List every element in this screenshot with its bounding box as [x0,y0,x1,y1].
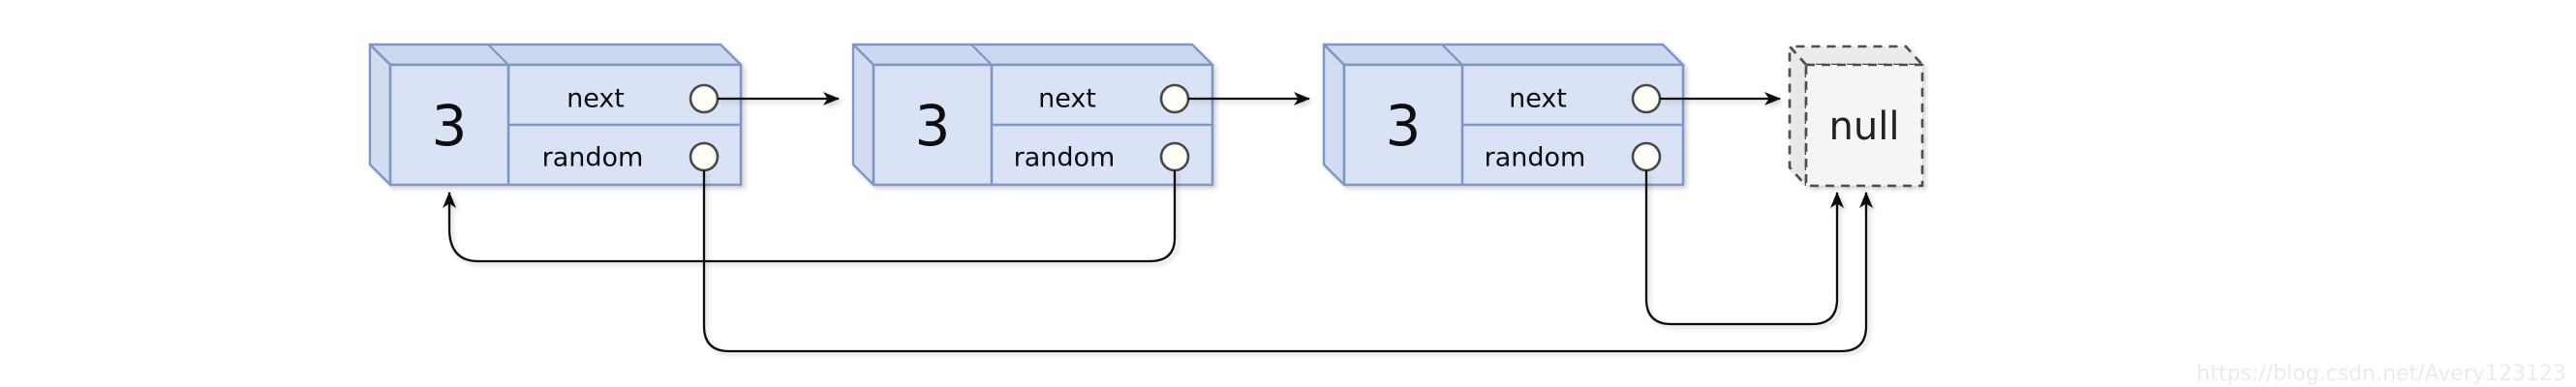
edge-node2-random-to-node1 [443,170,1177,263]
node1-top-divider [487,44,509,66]
node3-next-label: next [1509,84,1567,114]
node3-next-port [1631,83,1662,114]
node3-random-port [1631,141,1662,172]
watermark: https://blog.csdn.net/Avery123123 [2196,362,2566,386]
edge-node3-random-to-null [1644,170,1844,326]
null-top-face [1788,45,1924,67]
null-front-face [1804,63,1924,188]
list-node-3: 3 next random [1322,43,1685,187]
node1-next-label: next [567,84,625,114]
node1-side-face [368,43,392,187]
node2-top-divider [970,44,993,66]
node2-random-port [1159,141,1190,172]
node3-top-face [1322,43,1685,67]
list-node-2: 3 next random [851,43,1214,187]
node1-random-port [689,141,720,172]
node1-value: 3 [432,93,468,159]
node2-next-port [1159,83,1190,114]
node2-side-face [851,43,875,187]
list-node-1: 3 next random [368,43,743,187]
node1-random-label: random [542,143,644,173]
node3-side-face [1322,43,1346,187]
edge-node1-random-to-null [702,170,1873,353]
node3-random-label: random [1485,143,1586,173]
null-side-face [1788,45,1808,188]
node2-next-label: next [1038,84,1096,114]
null-box: null [1788,45,1924,188]
node2-value: 3 [915,93,951,159]
node1-next-port [689,83,720,114]
node3-value: 3 [1386,93,1422,159]
null-label: null [1829,104,1900,149]
node2-random-label: random [1014,143,1116,173]
node3-top-divider [1441,44,1463,66]
node1-top-face [368,43,743,67]
node2-top-face [851,43,1214,67]
edges [443,92,1873,353]
